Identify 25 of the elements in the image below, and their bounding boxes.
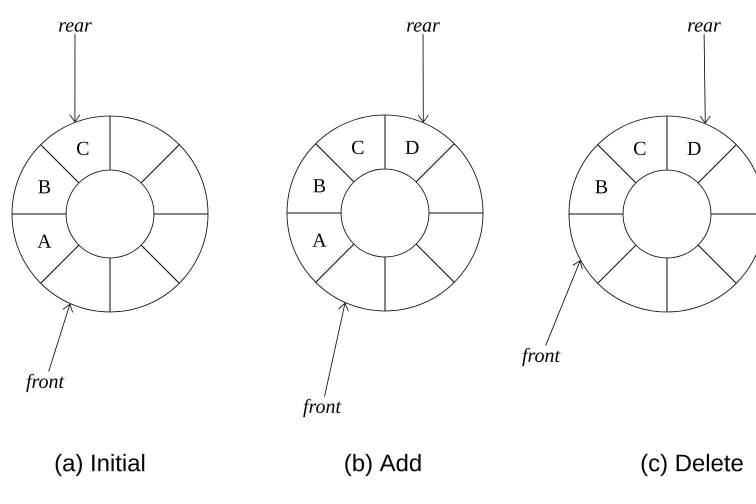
pointer-label: rear bbox=[59, 22, 92, 32]
queue-slot: A bbox=[12, 214, 80, 284]
queue-slot bbox=[698, 214, 756, 284]
caption: (c) Delete bbox=[642, 454, 743, 476]
pointer-label: front bbox=[303, 398, 342, 418]
pointer-label: rear bbox=[407, 22, 440, 32]
ring bbox=[286, 114, 484, 312]
arrow bbox=[700, 34, 711, 124]
arrow bbox=[70, 34, 80, 122]
arrow bbox=[324, 302, 349, 397]
ring bbox=[12, 116, 208, 312]
caption: (a) Initial bbox=[56, 454, 144, 476]
queue-slot: D bbox=[384, 114, 455, 182]
queue-slot bbox=[416, 212, 484, 283]
arrow bbox=[545, 260, 583, 346]
pointer-label: front bbox=[26, 374, 64, 392]
queue-slot: A bbox=[286, 212, 354, 283]
arrow bbox=[418, 34, 429, 123]
queue-slot bbox=[140, 214, 208, 284]
arrow bbox=[48, 304, 73, 372]
caption: (b) Add bbox=[345, 454, 421, 476]
pointer-label: rear bbox=[688, 22, 721, 32]
queue-slot: D bbox=[666, 116, 737, 184]
ring bbox=[568, 116, 756, 312]
pointer-label: front bbox=[522, 348, 560, 366]
